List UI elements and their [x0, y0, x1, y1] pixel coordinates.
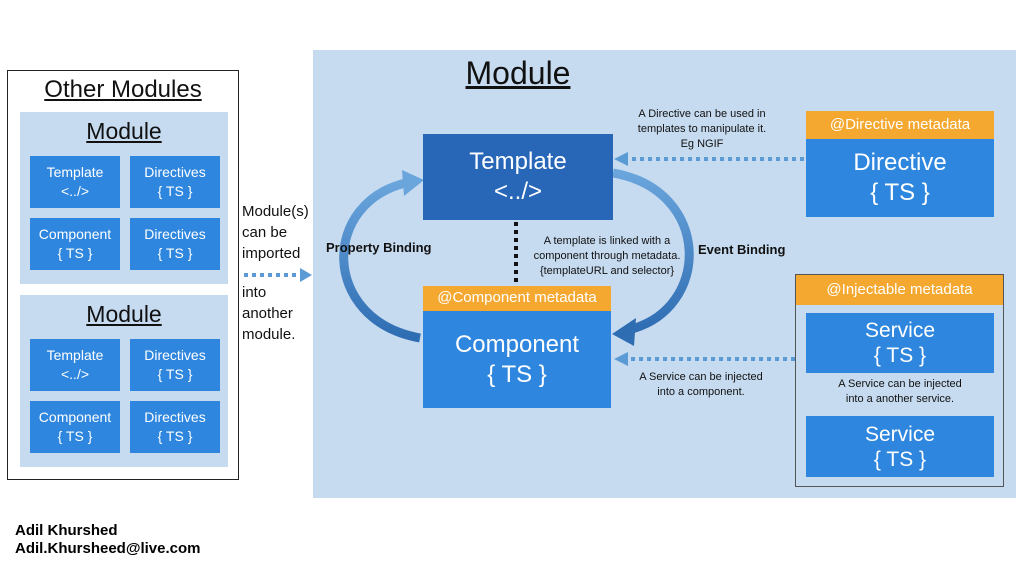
note-line: A Service can be injected: [639, 371, 763, 383]
property-binding-arrow-head: [402, 170, 424, 196]
directive-box: Directive { TS }: [806, 139, 994, 217]
note-line: component through metadata.: [533, 250, 681, 262]
note-line: templates to manipulate it.: [637, 123, 767, 135]
service-sublabel: { TS }: [873, 447, 927, 471]
import-note-top: Module(s) can be imported: [242, 201, 312, 264]
tile-sublabel: { TS }: [57, 245, 93, 261]
template-link-note: A template is linked with a component th…: [520, 234, 694, 279]
tile-sublabel: { TS }: [157, 245, 193, 261]
service-box-1: Service { TS }: [806, 313, 994, 373]
property-binding-label: Property Binding: [326, 240, 432, 255]
mini-module-2-title: Module: [86, 301, 162, 327]
service-label: Service: [864, 422, 936, 446]
template-box: Template <../>: [423, 134, 613, 220]
mini-module-1-component-tile: Component { TS }: [30, 218, 120, 270]
component-box: Component { TS }: [423, 311, 611, 408]
directive-note: A Directive can be used in templates to …: [612, 107, 792, 152]
service-sublabel: { TS }: [873, 344, 927, 367]
note-line: A template is linked with a: [543, 235, 671, 247]
tile-label: Directives: [144, 164, 206, 180]
template-sublabel: <../>: [493, 178, 543, 205]
note-line: into a another service.: [845, 393, 955, 405]
mini-module-1-title: Module: [86, 118, 162, 144]
other-modules-title: Other Modules: [44, 76, 202, 103]
mini-module-2-template-tile: Template <../>: [30, 339, 120, 391]
import-arrow-head: [300, 268, 312, 282]
directive-sublabel: { TS }: [870, 179, 930, 206]
injectable-metadata-bar: @Injectable metadata: [796, 275, 1003, 305]
event-binding-arrow-head: [612, 318, 636, 346]
service-service-note: A Service can be injected into a another…: [812, 377, 988, 407]
note-line: A Directive can be used in: [638, 108, 766, 120]
author-email: Adil.Khursheed@live.com: [15, 540, 201, 557]
mini-module-2-directives-tile: Directives { TS }: [130, 339, 220, 391]
directive-metadata-bar: @Directive metadata: [806, 111, 994, 139]
author-name: Adil Khurshed: [15, 522, 118, 539]
note-line: Eg NGIF: [680, 138, 724, 150]
mini-module-1-directives-tile: Directives { TS }: [130, 156, 220, 208]
tile-sublabel: { TS }: [157, 183, 193, 199]
author-block: Adil Khurshed Adil.Khursheed@live.com: [15, 522, 201, 558]
service-label: Service: [864, 319, 936, 342]
service-component-note: A Service can be injected into a compone…: [616, 370, 786, 400]
template-label: Template: [469, 148, 567, 175]
tile-label: Template: [46, 347, 104, 363]
import-note-line: can be: [242, 224, 288, 241]
event-binding-arrow: [612, 168, 694, 335]
tile-label: Component: [38, 409, 112, 425]
tile-label: Component: [38, 226, 112, 242]
component-sublabel: { TS }: [487, 360, 547, 388]
service-component-arrow-head: [614, 352, 628, 366]
mini-module-2-directives-tile-2: Directives { TS }: [130, 401, 220, 453]
tile-label: Template: [46, 164, 104, 180]
tile-sublabel: { TS }: [157, 428, 193, 444]
import-note-bottom: into another module.: [242, 282, 312, 345]
mini-module-1-template-tile: Template <../>: [30, 156, 120, 208]
import-note-line: another: [242, 305, 293, 322]
tile-sublabel: <../>: [60, 366, 90, 382]
directive-arrow-head: [614, 152, 628, 166]
property-binding-arrow: [339, 177, 421, 343]
mini-module-1-directives-tile-2: Directives { TS }: [130, 218, 220, 270]
tile-sublabel: <../>: [60, 183, 90, 199]
main-module-title: Module: [465, 55, 571, 91]
tile-sublabel: { TS }: [157, 366, 193, 382]
event-binding-label: Event Binding: [698, 242, 786, 257]
note-line: A Service can be injected: [838, 378, 962, 390]
tile-label: Directives: [144, 226, 206, 242]
import-note-line: Module(s): [242, 203, 309, 220]
tile-sublabel: { TS }: [57, 428, 93, 444]
service-box-2: Service { TS }: [806, 416, 994, 477]
note-line: {templateURL and selector}: [539, 265, 675, 277]
tile-label: Directives: [144, 409, 206, 425]
directive-label: Directive: [853, 149, 947, 176]
import-note-line: module.: [242, 326, 296, 343]
import-note-line: into: [242, 284, 267, 301]
mini-module-2-component-tile: Component { TS }: [30, 401, 120, 453]
import-note-line: imported: [242, 245, 301, 262]
tile-label: Directives: [144, 347, 206, 363]
note-line: into a component.: [657, 386, 745, 398]
component-label: Component: [454, 330, 580, 358]
component-metadata-bar: @Component metadata: [423, 286, 611, 311]
